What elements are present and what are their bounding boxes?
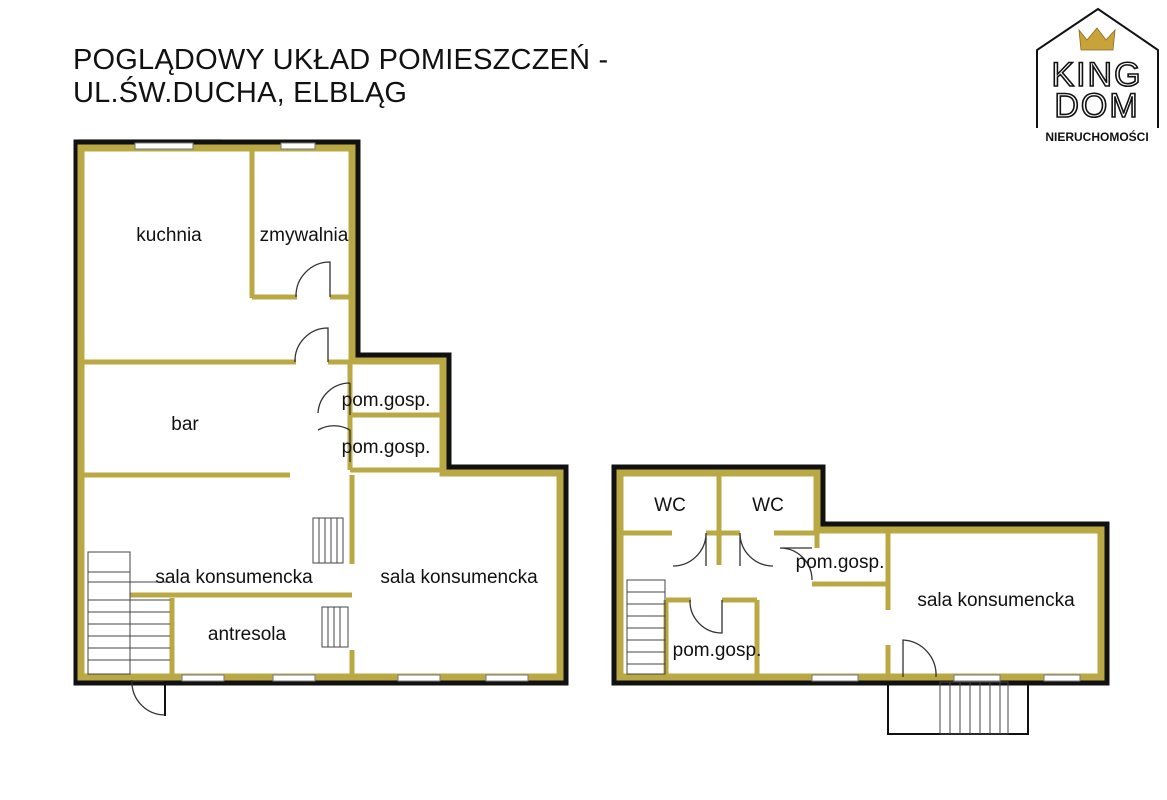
room-zmywalnia: zmywalnia	[260, 225, 349, 246]
title-line-1: POGLĄDOWY UKŁAD POMIESZCZEŃ -	[73, 44, 609, 76]
stairs-mezzanine	[312, 517, 349, 648]
logo-subtitle: NIERUCHOMOŚCI	[1045, 129, 1148, 144]
room-pom-gosp-4: pom.gosp.	[673, 640, 762, 661]
room-kuchnia: kuchnia	[136, 225, 202, 246]
plan-title: POGLĄDOWY UKŁAD POMIESZCZEŃ - UL.ŚW.DUCH…	[73, 44, 608, 110]
plan-right: WC WC pom.gosp. sala konsumencka pom.gos…	[611, 464, 1110, 735]
room-sala-konsumencka-2: sala konsumencka	[380, 567, 538, 588]
room-pom-gosp-3: pom.gosp.	[796, 552, 885, 573]
room-sala-konsumencka-1: sala konsumencka	[155, 567, 313, 588]
room-pom-gosp-2: pom.gosp.	[342, 437, 431, 458]
kingdom-logo: KING DOM NIERUCHOMOŚCI	[1036, 7, 1159, 144]
entrance-stairs	[887, 681, 1029, 735]
stairs-right	[626, 579, 666, 675]
room-pom-gosp-1: pom.gosp.	[342, 390, 431, 411]
room-wc-1: WC	[654, 495, 686, 516]
logo-dom: DOM	[1054, 87, 1139, 125]
logo-king: KING	[1051, 56, 1142, 94]
room-antresola: antresola	[208, 624, 287, 645]
room-wc-2: WC	[752, 495, 784, 516]
room-bar: bar	[171, 414, 199, 435]
plan-left: kuchnia zmywalnia bar pom.gosp. pom.gosp…	[73, 139, 569, 716]
stairs-left	[87, 551, 170, 675]
crown-icon	[1078, 27, 1116, 51]
room-sala-konsumencka-3: sala konsumencka	[917, 590, 1075, 611]
title-line-2: UL.ŚW.DUCHA, ELBLĄG	[73, 77, 408, 109]
